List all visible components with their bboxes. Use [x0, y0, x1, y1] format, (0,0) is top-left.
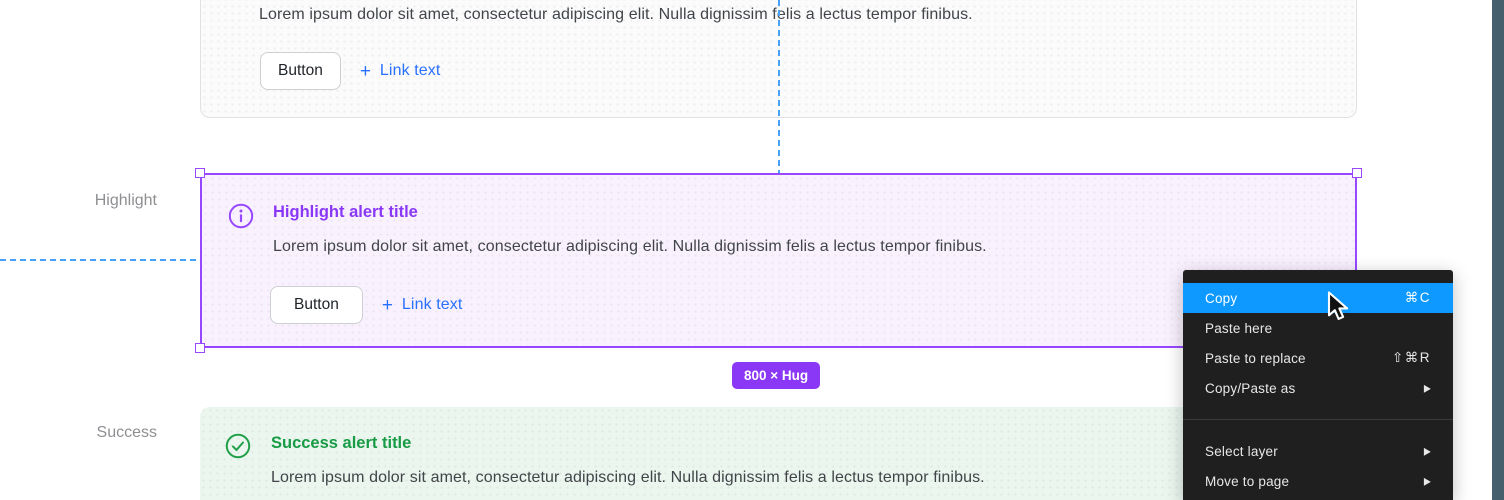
menu-item-shortcut: ⇧⌘R	[1391, 350, 1431, 365]
submenu-arrow-icon: ▶	[1423, 444, 1431, 457]
alert-link[interactable]: + Link text	[360, 62, 441, 81]
selection-handle-bottom-left[interactable]	[195, 343, 205, 353]
section-label-success: Success	[96, 424, 157, 441]
alert-title: Success alert title	[271, 434, 412, 452]
menu-item-move-to-page[interactable]: Move to page ▶	[1183, 466, 1453, 496]
menu-separator	[1183, 419, 1453, 420]
menu-item-select-layer[interactable]: Select layer ▶	[1183, 436, 1453, 466]
section-label-highlight: Highlight	[94, 192, 157, 209]
alert-title: Highlight alert title	[273, 203, 418, 221]
submenu-arrow-icon: ▶	[1423, 474, 1431, 487]
horizontal-dashed-guide	[0, 259, 200, 261]
alert-body-text: Lorem ipsum dolor sit amet, consectetur …	[273, 238, 987, 255]
menu-item-label: Copy/Paste as	[1205, 380, 1296, 396]
selection-handle-top-right[interactable]	[1352, 168, 1362, 178]
plus-icon: +	[359, 60, 371, 82]
alert-body-text: Lorem ipsum dolor sit amet, consectetur …	[259, 6, 973, 23]
alert-link[interactable]: + Link text	[382, 296, 463, 315]
info-icon	[228, 203, 254, 229]
menu-item-label: Copy	[1205, 290, 1238, 306]
plus-icon: +	[381, 294, 393, 316]
menu-item-paste-here[interactable]: Paste here	[1183, 313, 1453, 343]
menu-item-paste-to-replace[interactable]: Paste to replace ⇧⌘R	[1183, 343, 1453, 373]
selection-handle-top-left[interactable]	[195, 168, 205, 178]
success-alert-card[interactable]: Success alert title Lorem ipsum dolor si…	[200, 407, 1357, 500]
highlight-alert-card[interactable]: Highlight alert title Lorem ipsum dolor …	[200, 173, 1357, 348]
alert-body-text: Lorem ipsum dolor sit amet, consectetur …	[271, 469, 985, 486]
vertical-dashed-guide	[778, 0, 780, 173]
alert-button[interactable]: Button	[270, 286, 363, 324]
link-text: Link text	[401, 296, 463, 313]
link-text: Link text	[379, 62, 441, 79]
check-circle-icon	[225, 433, 251, 459]
submenu-arrow-icon: ▶	[1423, 381, 1431, 394]
menu-item-shortcut: ⌘C	[1404, 290, 1431, 305]
cursor-pointer-icon	[1327, 291, 1349, 320]
menu-item-label: Paste to replace	[1205, 350, 1306, 366]
menu-item-copy-paste-as[interactable]: Copy/Paste as ▶	[1183, 373, 1453, 403]
menu-item-label: Paste here	[1205, 320, 1273, 336]
menu-item-label: Move to page	[1205, 473, 1290, 489]
size-badge: 800 × Hug	[732, 362, 821, 389]
menu-item-copy[interactable]: Copy ⌘C	[1183, 283, 1453, 313]
menu-item-label: Select layer	[1205, 443, 1278, 459]
right-edge-bar	[1492, 0, 1504, 500]
alert-button[interactable]: Button	[260, 52, 341, 90]
